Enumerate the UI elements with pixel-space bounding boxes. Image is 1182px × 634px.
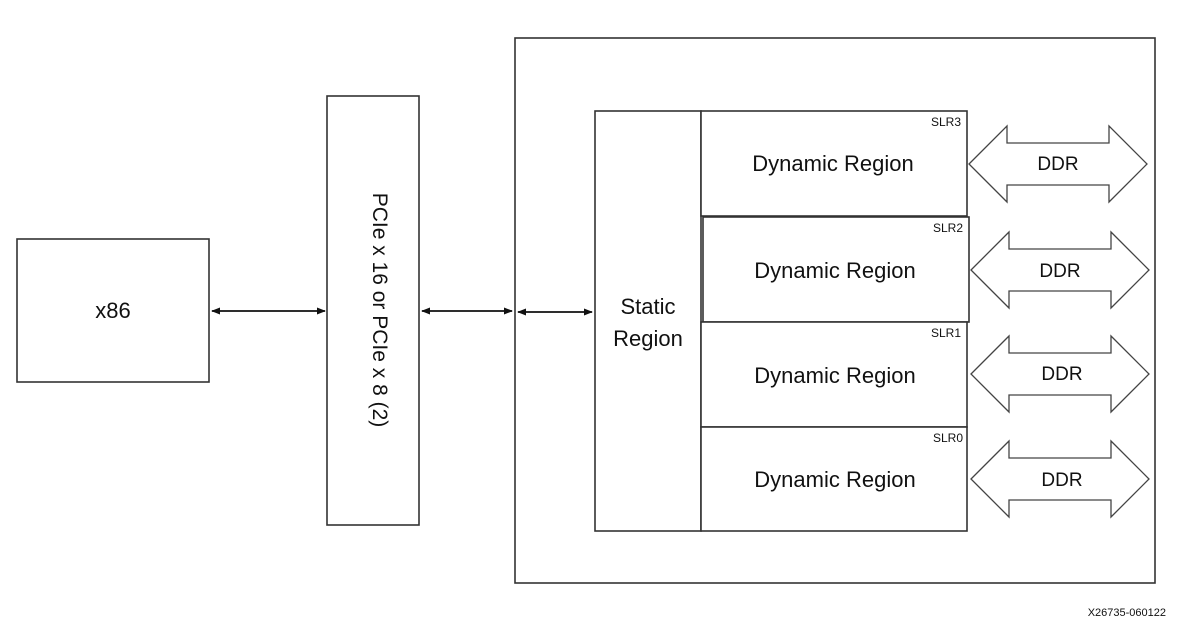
static-region-label-line2: Region <box>613 326 683 351</box>
x86-host-block: x86 <box>16 238 210 383</box>
x86-label: x86 <box>95 298 130 323</box>
ddr-arrow <box>970 230 1150 310</box>
dynamic-region-box <box>700 426 968 532</box>
dynamic-region-box <box>700 110 968 217</box>
dynamic-region-label: Dynamic Region <box>754 258 915 283</box>
figure-id: X26735-060122 <box>1088 607 1166 619</box>
ddr-label: DDR <box>1041 364 1082 385</box>
slr-label: SLR1 <box>931 326 961 340</box>
ddr-label: DDR <box>1041 470 1082 491</box>
slr-row: SLR3 Dynamic Region DDR <box>700 110 1148 217</box>
ddr-label: DDR <box>1037 154 1078 175</box>
ddr-arrow <box>970 334 1150 414</box>
pcie-label: PCIe x 16 or PCIe x 8 (2) <box>368 193 391 428</box>
slr-label: SLR0 <box>933 431 963 445</box>
ddr-label: DDR <box>1039 261 1080 282</box>
slr-label: SLR3 <box>931 115 961 129</box>
slr-label: SLR2 <box>933 221 963 235</box>
slr-row: SLR0 Dynamic Region DDR <box>700 426 1150 532</box>
static-region-block: Static Region <box>594 110 702 532</box>
slr-row: SLR2 Dynamic Region DDR <box>702 216 1150 323</box>
dynamic-region-label: Dynamic Region <box>754 363 915 388</box>
dynamic-region-label: Dynamic Region <box>754 467 915 492</box>
pcie-block: PCIe x 16 or PCIe x 8 (2) <box>326 95 420 526</box>
dynamic-region-label: Dynamic Region <box>752 151 913 176</box>
ddr-arrow <box>968 124 1148 204</box>
static-region-label-line1: Static <box>620 294 675 319</box>
ddr-arrow <box>970 439 1150 519</box>
